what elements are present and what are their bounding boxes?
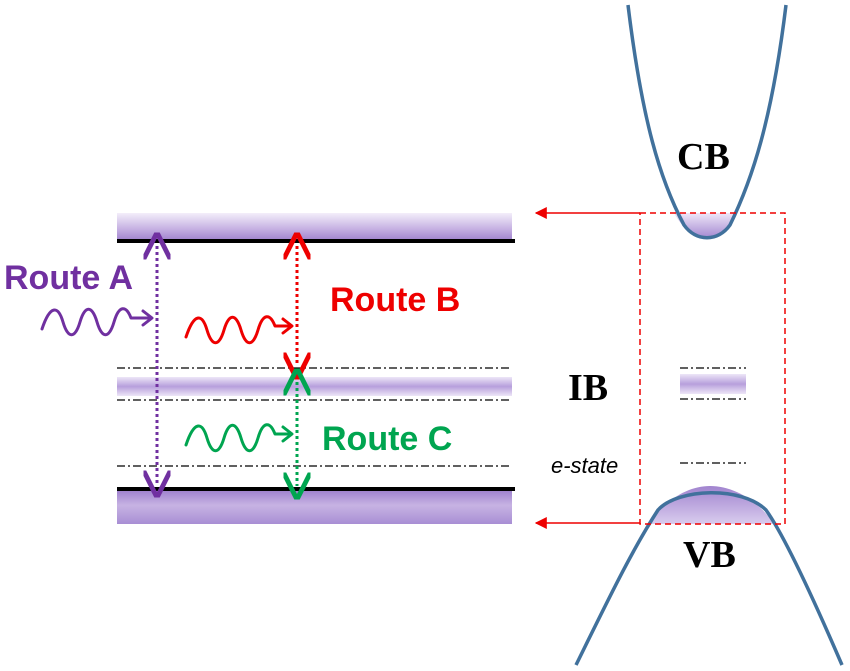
ib-small-rect bbox=[680, 374, 746, 394]
cb-label: CB bbox=[677, 136, 730, 178]
conduction-band-rect bbox=[117, 213, 512, 241]
route-a-label: Route A bbox=[4, 259, 134, 297]
ib-label: IB bbox=[568, 367, 609, 409]
cb-fill bbox=[674, 213, 735, 239]
zoom-box bbox=[639, 212, 786, 525]
photon-wave-icon-a bbox=[40, 307, 154, 337]
photon-wave-icon-c bbox=[184, 423, 294, 453]
valence-band-curve bbox=[574, 491, 844, 666]
e-state-label: e-state bbox=[551, 453, 619, 478]
photon-wave-icon-b bbox=[184, 315, 294, 345]
valence-band-rect bbox=[117, 490, 512, 524]
conduction-band-curve bbox=[626, 4, 788, 240]
route-c-label: Route C bbox=[322, 420, 453, 458]
route-b-label: Route B bbox=[330, 281, 461, 319]
intermediate-band-rect bbox=[117, 377, 512, 396]
vb-label: VB bbox=[683, 534, 736, 576]
